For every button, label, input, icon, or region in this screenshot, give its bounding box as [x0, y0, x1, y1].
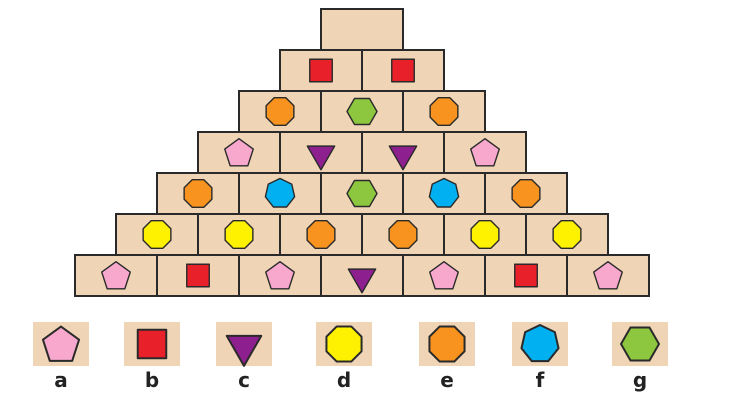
pyramid-cell — [402, 254, 486, 297]
pyramid-cell-empty[interactable] — [320, 8, 404, 51]
purple-triangle-icon — [347, 268, 377, 294]
pink-pentagon-icon — [429, 260, 459, 290]
option-tile[interactable] — [124, 322, 180, 366]
option-label: f — [535, 368, 545, 392]
blue-heptagon-icon — [264, 177, 296, 208]
pink-pentagon-icon — [101, 260, 131, 290]
green-hexagon-icon — [346, 97, 378, 126]
pyramid-cell — [361, 131, 445, 174]
option-label: c — [238, 368, 250, 392]
pyramid-cell — [402, 172, 486, 215]
pyramid-cell — [320, 254, 404, 297]
blue-heptagon-icon — [520, 324, 560, 363]
red-square-icon — [186, 263, 210, 288]
pyramid-cell — [74, 254, 158, 297]
pyramid-cell — [197, 131, 281, 174]
green-hexagon-icon — [346, 179, 378, 208]
yellow-octagon-icon — [325, 325, 363, 363]
option-tile[interactable] — [612, 322, 668, 366]
pyramid-cell — [443, 213, 527, 256]
pyramid-cell — [279, 213, 363, 256]
purple-triangle-icon — [306, 145, 336, 171]
option-label: g — [632, 368, 648, 392]
pyramid-cell — [361, 49, 445, 92]
orange-octagon-icon — [429, 96, 459, 127]
pyramid-cell — [156, 254, 240, 297]
pyramid-cell — [238, 254, 322, 297]
orange-octagon-icon — [511, 178, 541, 209]
orange-octagon-icon — [183, 178, 213, 209]
yellow-octagon-icon — [470, 219, 500, 250]
pyramid-cell — [197, 213, 281, 256]
option-label: e — [440, 368, 454, 392]
purple-triangle-icon — [225, 334, 263, 367]
pink-pentagon-icon — [470, 137, 500, 167]
green-hexagon-icon — [620, 326, 660, 362]
orange-octagon-icon — [388, 219, 418, 250]
pyramid-cell — [156, 172, 240, 215]
blue-heptagon-icon — [428, 177, 460, 208]
option-tile[interactable] — [216, 322, 272, 367]
option-tile[interactable] — [316, 322, 372, 366]
pyramid-cell — [279, 49, 363, 92]
pyramid-cell — [320, 90, 404, 133]
pyramid-cell — [566, 254, 650, 297]
orange-octagon-icon — [265, 96, 295, 127]
red-square-icon — [309, 58, 333, 83]
orange-octagon-icon — [428, 325, 466, 363]
yellow-octagon-icon — [142, 219, 172, 250]
pyramid-cell — [238, 172, 322, 215]
orange-octagon-icon — [306, 219, 336, 250]
purple-triangle-icon — [388, 145, 418, 171]
pyramid-cell — [402, 90, 486, 133]
option-label: b — [144, 368, 160, 392]
pyramid-cell — [238, 90, 322, 133]
option-tile[interactable] — [33, 322, 89, 366]
shape-pyramid — [74, 8, 650, 297]
pyramid-cell — [361, 213, 445, 256]
pink-pentagon-icon — [265, 260, 295, 290]
pink-pentagon-icon — [593, 260, 623, 290]
pyramid-cell — [484, 254, 568, 297]
pyramid-cell — [484, 172, 568, 215]
yellow-octagon-icon — [552, 219, 582, 250]
red-square-icon — [514, 263, 538, 288]
pyramid-cell — [320, 172, 404, 215]
pyramid-cell — [525, 213, 609, 256]
red-square-icon — [136, 328, 168, 360]
pyramid-cell — [443, 131, 527, 174]
pink-pentagon-icon — [224, 137, 254, 167]
yellow-octagon-icon — [224, 219, 254, 250]
option-tile[interactable] — [419, 322, 475, 366]
option-tile[interactable] — [512, 322, 568, 366]
red-square-icon — [391, 58, 415, 83]
pyramid-cell — [279, 131, 363, 174]
pyramid-cell — [115, 213, 199, 256]
pink-pentagon-icon — [41, 325, 81, 362]
option-label: d — [336, 368, 352, 392]
option-label: a — [54, 368, 68, 392]
